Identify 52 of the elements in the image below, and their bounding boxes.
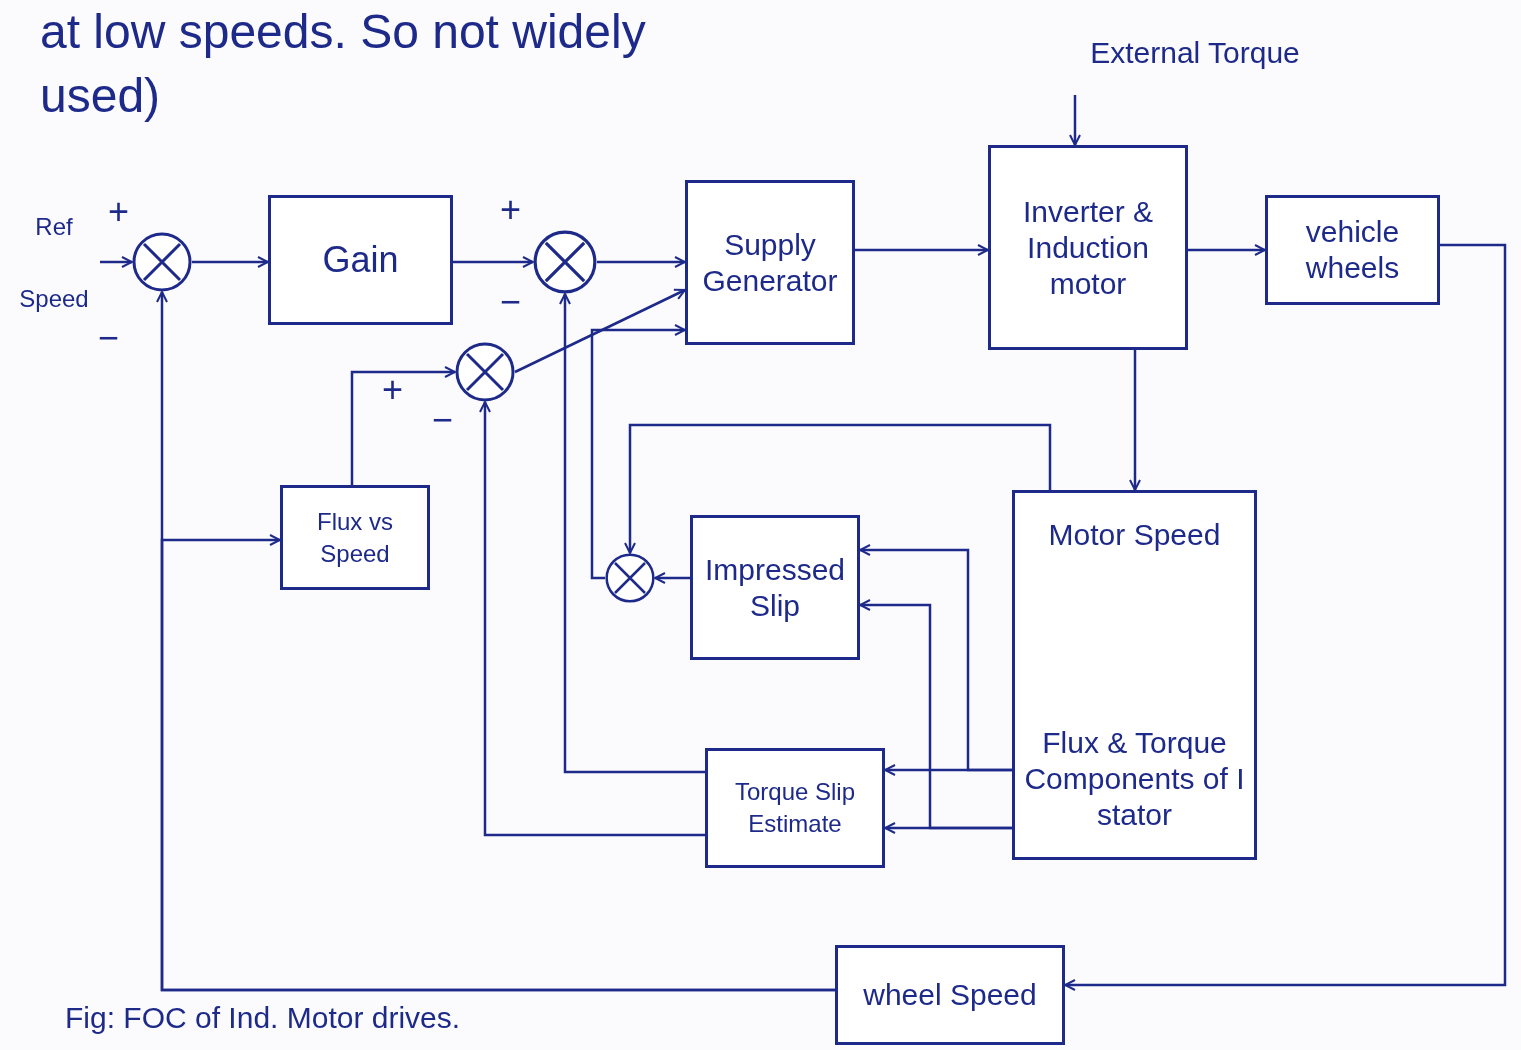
block-box <box>690 515 860 660</box>
arrow <box>100 256 133 268</box>
block-box <box>835 945 1065 1045</box>
sign-label: + <box>500 190 522 230</box>
arrow <box>514 288 686 374</box>
arrow <box>624 423 1052 554</box>
arrow <box>160 534 835 992</box>
signal-label: External Torque <box>1090 34 1300 71</box>
sign-label: + <box>382 370 404 410</box>
block-label: Motor Speed <box>1048 517 1221 553</box>
arrow <box>884 822 1012 834</box>
figure-caption: Fig: FOC of Ind. Motor drives. <box>65 1000 461 1036</box>
arrow <box>1064 243 1507 991</box>
sign-label: − <box>98 318 120 358</box>
note-text: at low speeds. So not widely used) <box>40 4 647 124</box>
sign-label: − <box>432 400 454 440</box>
block-box <box>1265 195 1440 305</box>
arrow <box>192 256 269 268</box>
arrow <box>654 572 690 584</box>
block-box <box>1012 490 1257 860</box>
block-box <box>685 180 855 345</box>
block-box <box>988 145 1188 350</box>
arrow <box>1069 95 1081 146</box>
arrow <box>559 293 705 774</box>
block-label: Supply Generator <box>701 226 839 299</box>
block-label: Flux vs Speed <box>316 506 394 569</box>
block-label: Gain <box>322 240 399 280</box>
arrow <box>453 256 534 268</box>
block-label: wheel Speed <box>863 977 1037 1013</box>
arrow <box>350 366 456 485</box>
summing-junction <box>533 230 597 294</box>
arrow <box>1129 350 1141 491</box>
summing-junction <box>132 232 192 292</box>
block-label: Flux & Torque Components of I stator <box>1023 725 1246 833</box>
arrow <box>855 244 989 256</box>
signal-label: Ref Speed <box>18 211 90 314</box>
summing-junction <box>605 553 655 603</box>
block-label: vehicle wheels <box>1304 214 1401 286</box>
arrow <box>884 764 1012 776</box>
summing-junction <box>455 342 515 402</box>
block-box <box>280 485 430 590</box>
arrow <box>1188 244 1266 256</box>
sign-label: − <box>500 282 522 322</box>
arrow <box>590 324 686 580</box>
block-label: Inverter & Induction motor <box>1021 193 1155 302</box>
block-label: Impressed Slip <box>703 551 847 624</box>
block-box <box>705 748 885 868</box>
arrow <box>597 256 686 268</box>
sign-label: + <box>108 192 130 232</box>
block-label: Torque Slip Estimate <box>733 777 857 839</box>
block-box <box>268 195 453 325</box>
arrow <box>479 401 705 837</box>
